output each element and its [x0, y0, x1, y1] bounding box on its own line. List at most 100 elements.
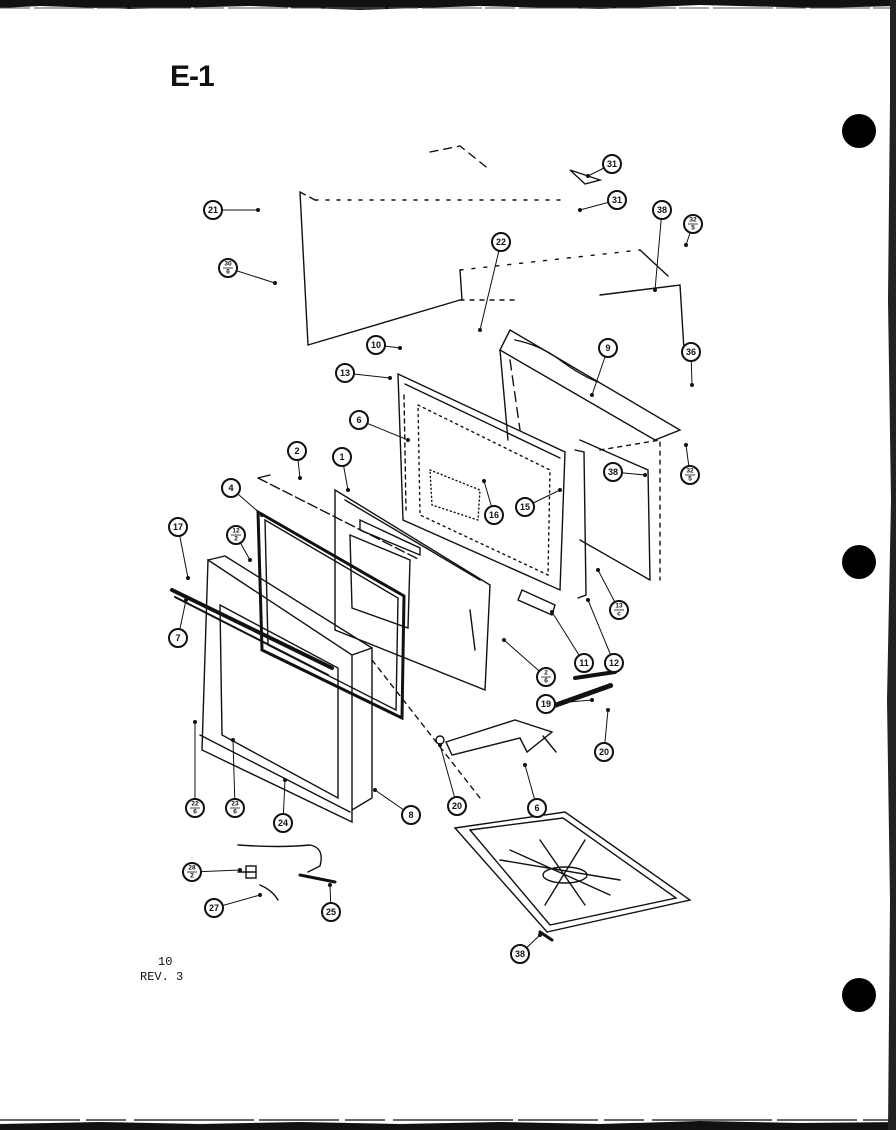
- callout-anchor-dot: [398, 346, 402, 350]
- callout-label-top: 23: [231, 801, 239, 808]
- callout-5: 31: [578, 190, 627, 212]
- callout-label-bottom: 2: [234, 536, 238, 543]
- binder-hole-top: [842, 114, 876, 148]
- callout-anchor-dot: [586, 598, 590, 602]
- callout-13: 1: [332, 447, 352, 492]
- callout-anchor-dot: [184, 598, 188, 602]
- page-bottom-edge: [0, 1119, 896, 1130]
- callout-circle: [515, 497, 535, 517]
- callout-label-bottom: c: [617, 611, 621, 618]
- callout-circle: [681, 342, 701, 362]
- callout-label: 17: [173, 522, 183, 532]
- callout-leader-line: [232, 739, 236, 809]
- callout-34: 8: [373, 788, 421, 825]
- callout-23: 13c: [596, 568, 629, 620]
- door-handle: [170, 588, 334, 676]
- callout-circle: [221, 478, 241, 498]
- callout-6: 38: [652, 200, 672, 292]
- rear-liner-panel: [499, 329, 682, 581]
- binder-hole-bottom: [842, 978, 876, 1012]
- callout-anchor-dot: [298, 476, 302, 480]
- callout-anchor-dot: [273, 281, 277, 285]
- callout-label-bottom: 5: [688, 476, 692, 483]
- oven-liner-frame: [397, 372, 566, 592]
- callout-anchor-dot: [684, 243, 688, 247]
- callout-16: 16: [482, 479, 504, 525]
- callout-35: 282: [182, 862, 242, 882]
- callout-circle: [321, 902, 341, 922]
- callout-27: 19: [536, 694, 594, 714]
- callout-label-top: 32: [689, 217, 697, 224]
- door-gasket: [256, 509, 406, 721]
- callout-circle: [332, 447, 352, 467]
- door-glass: [257, 474, 421, 561]
- wiring-harness: [237, 844, 337, 901]
- callout-24: 11: [550, 610, 594, 673]
- callout-label: 21: [208, 205, 218, 215]
- callout-14: 2: [287, 441, 307, 480]
- callout-label: 16: [489, 510, 499, 520]
- binder-hole-middle: [842, 545, 876, 579]
- callout-label: 38: [608, 467, 618, 477]
- callout-label-top: 2: [544, 670, 548, 677]
- callout-anchor-dot: [231, 738, 235, 742]
- cabinet-shell: [299, 145, 685, 351]
- callout-circle: [604, 653, 624, 673]
- callout-label: 6: [356, 415, 361, 425]
- callout-circle: [491, 232, 511, 252]
- callout-label: 25: [326, 907, 336, 917]
- callout-leader-line: [654, 209, 663, 291]
- callout-label-top: 22: [191, 801, 199, 808]
- callout-anchor-dot: [258, 893, 262, 897]
- callout-9: 13: [335, 363, 392, 383]
- diagram-title: E-1: [170, 60, 215, 93]
- callout-7: 325: [683, 214, 703, 247]
- callout-circle: [447, 796, 467, 816]
- callout-anchor-dot: [596, 568, 600, 572]
- callout-anchor-dot: [558, 488, 562, 492]
- callout-label-bottom: 6: [233, 809, 237, 816]
- callout-label: 38: [657, 205, 667, 215]
- callout-label: 15: [520, 502, 530, 512]
- callout-circle: [273, 813, 293, 833]
- callout-33: 24: [273, 778, 293, 833]
- callout-leader-line: [439, 744, 458, 807]
- callout-anchor-dot: [186, 576, 190, 580]
- callout-label-top: 12: [232, 528, 240, 535]
- callout-10: 9: [590, 338, 618, 397]
- callout-label-bottom: 2: [190, 873, 194, 880]
- callout-label-bottom: 6: [226, 269, 230, 276]
- callout-anchor-dot: [590, 698, 594, 702]
- callout-36: 27: [204, 893, 262, 918]
- callout-25: 12: [586, 598, 624, 673]
- callout-leader-line: [479, 241, 502, 331]
- callout-11: 36: [681, 342, 701, 387]
- callout-1: 21: [203, 200, 260, 220]
- callout-18: 38: [603, 462, 647, 482]
- callout-32: 236: [225, 738, 245, 818]
- callout-label: 7: [175, 633, 180, 643]
- callout-label: 4: [228, 483, 233, 493]
- callout-circle: [652, 200, 672, 220]
- callout-circle: [335, 363, 355, 383]
- callout-26: 26: [502, 638, 556, 687]
- callout-2: 306: [218, 258, 277, 285]
- callout-label-top: 32: [686, 468, 694, 475]
- callout-15: 4: [221, 478, 264, 517]
- callout-anchor-dot: [586, 174, 590, 178]
- callout-anchor-dot: [653, 288, 657, 292]
- callout-38: 38: [510, 933, 542, 964]
- callout-label: 20: [452, 801, 462, 811]
- callout-anchor-dot: [238, 868, 242, 872]
- callout-leader-line: [587, 599, 615, 664]
- callout-label-bottom: 5: [691, 225, 695, 232]
- page-top-edge: [0, 0, 896, 10]
- callout-circle: [607, 190, 627, 210]
- callout-label: 20: [599, 747, 609, 757]
- callout-circle: [603, 462, 623, 482]
- callout-anchor-dot: [590, 393, 594, 397]
- hinge-spring: [553, 670, 617, 708]
- callout-label: 2: [294, 446, 299, 456]
- callout-31: 226: [185, 720, 205, 818]
